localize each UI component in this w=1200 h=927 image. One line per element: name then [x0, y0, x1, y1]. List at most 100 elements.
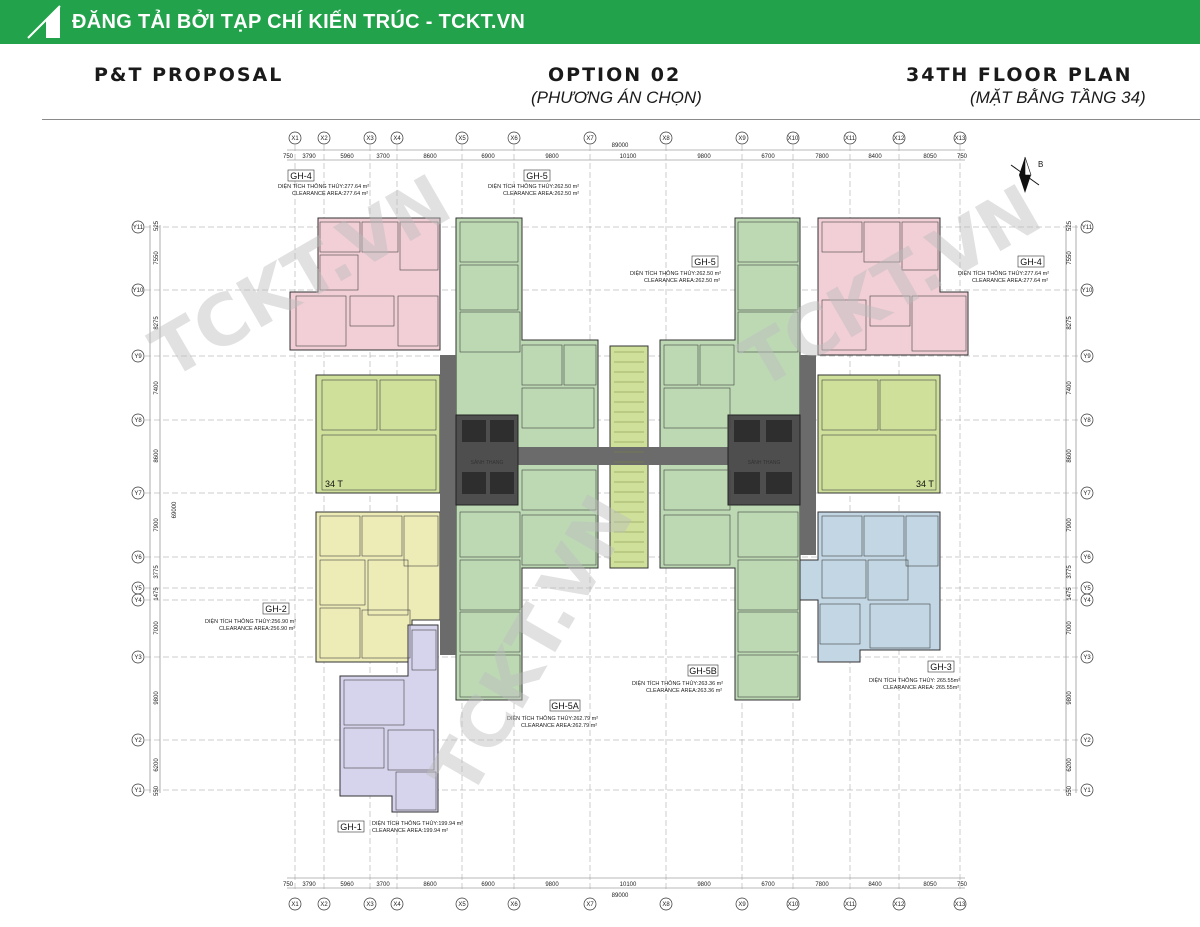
- svg-text:Y2: Y2: [1083, 738, 1091, 744]
- svg-text:Y4: Y4: [134, 598, 142, 604]
- grid-bubble-row: Y1: [131, 783, 145, 797]
- svg-text:Y7: Y7: [1083, 491, 1091, 497]
- dimension-label: 750: [283, 154, 294, 160]
- grid-bubble-col: X2: [317, 131, 331, 145]
- dimension-label: 750: [957, 882, 968, 888]
- dimension-label: 7800: [815, 154, 829, 160]
- dimension-label: 8275: [154, 316, 160, 330]
- grid-bubble-row: Y9: [131, 349, 145, 363]
- grid-bubble-row: Y7: [131, 486, 145, 500]
- dimension-label: 7550: [154, 251, 160, 265]
- svg-text:CLEARANCE AREA:277.64 m²: CLEARANCE AREA:277.64 m²: [972, 278, 1048, 284]
- grid-bubble-row: Y6: [1080, 550, 1094, 564]
- grid-bubble-col: X8: [659, 131, 673, 145]
- grid-bubble-col: X2: [317, 897, 331, 911]
- svg-text:DIỆN TÍCH THÔNG THỦY:277.64 m²: DIỆN TÍCH THÔNG THỦY:277.64 m²: [958, 269, 1049, 277]
- grid-bubble-row: Y4: [131, 593, 145, 607]
- svg-text:X1: X1: [291, 902, 299, 908]
- grid-bubble-col: X13: [953, 897, 967, 911]
- unit-label-gh5-left: GH-5 DIỆN TÍCH THÔNG THỦY:262.50 m² CLEA…: [488, 169, 579, 197]
- dimension-label: 3790: [302, 882, 316, 888]
- svg-text:X7: X7: [586, 136, 594, 142]
- svg-text:DIỆN TÍCH THÔNG THỦY:256.90 m²: DIỆN TÍCH THÔNG THỦY:256.90 m²: [205, 617, 296, 625]
- grid-bubble-col: X12: [892, 131, 906, 145]
- svg-text:GH-3: GH-3: [930, 662, 952, 672]
- svg-text:Y10: Y10: [1082, 288, 1093, 294]
- svg-text:Y3: Y3: [1083, 655, 1091, 661]
- grid-bubble-col: X4: [390, 131, 404, 145]
- terrace-tag-right: 34 T: [916, 479, 934, 489]
- svg-text:X10: X10: [788, 136, 799, 142]
- unit-gh1-area: [339, 624, 439, 813]
- core-corridors: [440, 355, 816, 655]
- header-divider: [42, 119, 1200, 120]
- dimension-label: 750: [957, 154, 968, 160]
- grid-bubble-row: Y6: [131, 550, 145, 564]
- svg-text:X8: X8: [662, 136, 670, 142]
- svg-text:CLEARANCE AREA:277.64 m²: CLEARANCE AREA:277.64 m²: [292, 191, 368, 197]
- grid-bubble-col: X9: [735, 131, 749, 145]
- svg-text:CLEARANCE AREA:262.79 m²: CLEARANCE AREA:262.79 m²: [521, 723, 597, 729]
- dimension-label: 6900: [481, 882, 495, 888]
- dimension-label: 3700: [376, 882, 390, 888]
- grid-bubble-col: X10: [786, 131, 800, 145]
- svg-text:DIỆN TÍCH THÔNG THỦY:277.64 m²: DIỆN TÍCH THÔNG THỦY:277.64 m²: [278, 182, 369, 190]
- dimension-label: 6700: [761, 882, 775, 888]
- dimension-label: 9800: [1067, 691, 1073, 705]
- grid-bubble-col: X4: [390, 897, 404, 911]
- svg-text:CLEARANCE AREA:256.90 m²: CLEARANCE AREA:256.90 m²: [219, 626, 295, 632]
- grid-bubble-row: Y3: [1080, 650, 1094, 664]
- dimension-label: 8600: [154, 449, 160, 463]
- svg-text:Y5: Y5: [134, 586, 142, 592]
- dimension-label: 7400: [1067, 381, 1073, 395]
- dimension-label: 8400: [868, 154, 882, 160]
- grid-bubble-row: Y11: [1080, 220, 1094, 234]
- header-center-subtitle: (PHƯƠNG ÁN CHỌN): [531, 88, 702, 107]
- grid-bubble-row: Y8: [1080, 413, 1094, 427]
- dimension-label: 8600: [423, 154, 437, 160]
- dimension-label: 8050: [923, 154, 937, 160]
- svg-text:DIỆN TÍCH THÔNG THỦY:262.50 m²: DIỆN TÍCH THÔNG THỦY:262.50 m²: [630, 269, 721, 277]
- dimension-label: 7550: [1067, 251, 1073, 265]
- dimension-label: 3700: [376, 154, 390, 160]
- svg-text:GH-2: GH-2: [265, 604, 287, 614]
- north-arrow-icon: B: [1010, 156, 1043, 193]
- grid-bubble-row: Y9: [1080, 349, 1094, 363]
- grid-bubble-col: X7: [583, 897, 597, 911]
- grid-bubble-col: X5: [455, 897, 469, 911]
- svg-text:X5: X5: [458, 136, 466, 142]
- dimension-label: 6200: [154, 758, 160, 772]
- grid-bubble-row: Y1: [1080, 783, 1094, 797]
- dimension-label: 8600: [423, 882, 437, 888]
- svg-text:X5: X5: [458, 902, 466, 908]
- grid-bubble-col: X10: [786, 897, 800, 911]
- svg-text:Y11: Y11: [1082, 225, 1093, 231]
- dimension-label: 3790: [302, 154, 316, 160]
- dimension-label: 525: [154, 220, 160, 231]
- dimension-label: 550: [154, 785, 160, 796]
- terrace-right: [817, 374, 941, 494]
- dimension-label: 9800: [697, 882, 711, 888]
- svg-text:GH-5B: GH-5B: [689, 666, 717, 676]
- svg-text:GH-4: GH-4: [1020, 257, 1042, 267]
- svg-text:CLEARANCE AREA: 265.55m²: CLEARANCE AREA: 265.55m²: [883, 685, 959, 691]
- svg-text:X13: X13: [955, 136, 966, 142]
- dimension-label: 8600: [1067, 449, 1073, 463]
- dimension-label: 6700: [761, 154, 775, 160]
- svg-text:GH-5A: GH-5A: [551, 701, 579, 711]
- svg-text:Y10: Y10: [133, 288, 144, 294]
- svg-text:Y1: Y1: [1083, 788, 1091, 794]
- grid-bubble-col: X6: [507, 897, 521, 911]
- svg-text:Y3: Y3: [134, 655, 142, 661]
- svg-text:Y2: Y2: [134, 738, 142, 744]
- svg-text:X9: X9: [738, 136, 746, 142]
- grid-bubble-col: X11: [843, 897, 857, 911]
- svg-text:X6: X6: [510, 902, 518, 908]
- svg-text:X12: X12: [894, 136, 905, 142]
- interior-walls: [295, 221, 967, 811]
- svg-text:Y9: Y9: [1083, 354, 1091, 360]
- svg-text:GH-5: GH-5: [694, 257, 716, 267]
- svg-text:DIỆN TÍCH THÔNG THỦY:262.79 m²: DIỆN TÍCH THÔNG THỦY:262.79 m²: [507, 714, 598, 722]
- unit-label-gh2: GH-2 DIỆN TÍCH THÔNG THỦY:256.90 m² CLEA…: [205, 602, 296, 632]
